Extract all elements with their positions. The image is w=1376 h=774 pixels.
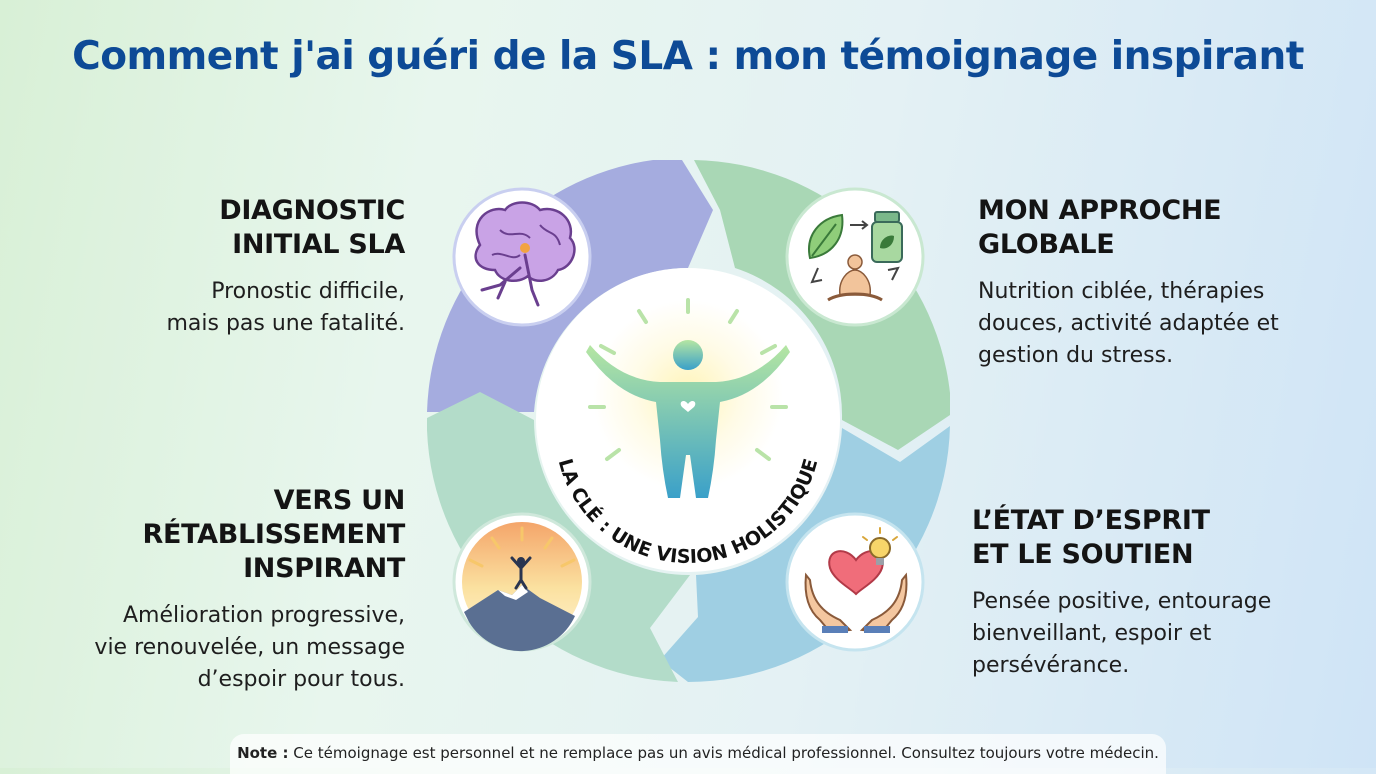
person-arms-raised-icon bbox=[586, 340, 790, 498]
meditation-cycle-icon bbox=[808, 211, 903, 302]
sun-rays bbox=[588, 298, 788, 461]
brain-icon bbox=[474, 201, 576, 307]
step-mindset-description: Pensée positive, entourage bienveillant,… bbox=[972, 589, 1272, 678]
step-recovery-description: Amélioration progressive, vie renouvelée… bbox=[94, 603, 405, 692]
step-diagnostic: DIAGNOSTIC INITIAL SLA Pronostic diffici… bbox=[100, 194, 405, 340]
step-diagnostic-heading: DIAGNOSTIC INITIAL SLA bbox=[219, 195, 405, 260]
step-recovery-heading: VERS UN RÉTABLISSEMENT INSPIRANT bbox=[142, 485, 405, 584]
step-approach-description: Nutrition ciblée, thérapies douces, acti… bbox=[978, 279, 1279, 368]
step-mindset: L’ÉTAT D’ESPRIT ET LE SOUTIEN Pensée pos… bbox=[972, 504, 1362, 682]
step-diagnostic-description: Pronostic difficile, mais pas une fatali… bbox=[166, 279, 405, 336]
disclaimer-note: Note : Ce témoignage est personnel et ne… bbox=[230, 734, 1166, 774]
step-recovery: VERS UN RÉTABLISSEMENT INSPIRANT Amélior… bbox=[40, 484, 405, 696]
hands-heart-bulb-icon bbox=[804, 527, 908, 634]
step-mindset-heading: L’ÉTAT D’ESPRIT ET LE SOUTIEN bbox=[972, 505, 1210, 570]
step-approach: MON APPROCHE GLOBALE Nutrition ciblée, t… bbox=[978, 194, 1358, 372]
page-title: Comment j'ai guéri de la SLA : mon témoi… bbox=[72, 34, 1304, 79]
note-text: Ce témoignage est personnel et ne rempla… bbox=[293, 744, 1159, 762]
note-label: Note : bbox=[237, 744, 289, 762]
step-approach-heading: MON APPROCHE GLOBALE bbox=[978, 195, 1222, 260]
mountain-summit-icon bbox=[462, 522, 582, 652]
